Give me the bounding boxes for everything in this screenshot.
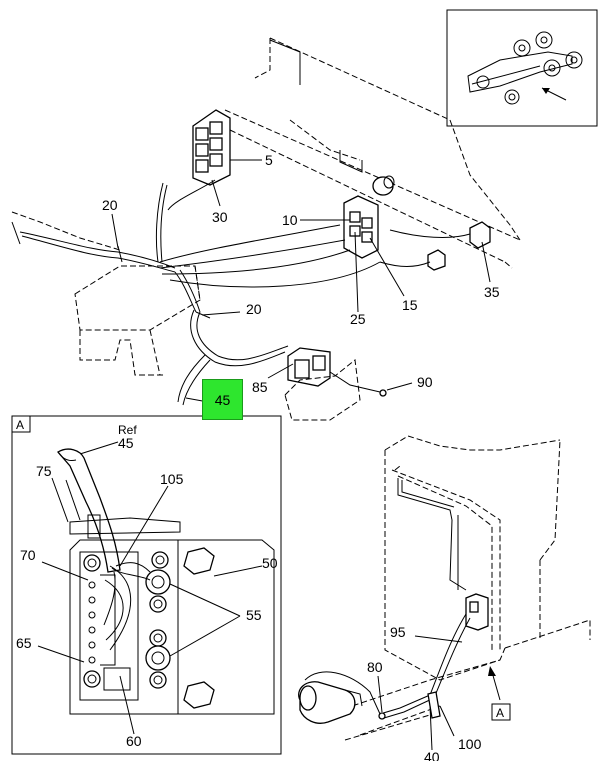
callout-5: 5 — [265, 152, 273, 168]
callout-65: 65 — [16, 635, 32, 651]
callout-30: 30 — [212, 209, 228, 225]
cab-view: A 95 80 100 40 — [298, 435, 591, 765]
callout-10: 10 — [282, 212, 298, 228]
junction-box — [74, 265, 201, 376]
callout-95: 95 — [390, 624, 406, 640]
callout-90: 90 — [417, 374, 433, 390]
callout-60: 60 — [126, 733, 142, 749]
callout-75: 75 — [36, 463, 52, 479]
callout-40: 40 — [424, 749, 440, 761]
callout-20-lower: 20 — [246, 301, 262, 317]
ref-number: 45 — [118, 435, 134, 451]
frame-rail — [11, 37, 521, 269]
callout-70: 70 — [20, 547, 36, 563]
view-marker-a: A — [496, 706, 504, 720]
detail-a: A Ref 45 — [11, 415, 282, 755]
highlighted-callout-45-label: 45 — [214, 391, 231, 408]
wire-harness — [19, 179, 471, 406]
connector-10 — [343, 195, 379, 259]
main-callouts: 5 30 10 25 15 35 20 20 85 90 — [102, 152, 500, 403]
switch-85 — [284, 347, 387, 421]
locator-inset — [446, 9, 598, 127]
ref-text: Ref — [118, 423, 137, 437]
relay-block-30 — [192, 109, 231, 186]
detail-a-label: A — [16, 418, 24, 432]
callout-55: 55 — [246, 607, 262, 623]
callout-105: 105 — [160, 471, 184, 487]
terminal-pins — [88, 581, 96, 664]
callout-100: 100 — [458, 736, 482, 752]
callout-25: 25 — [350, 311, 366, 327]
connector-35 — [427, 221, 491, 271]
canister — [372, 175, 395, 196]
callout-50: 50 — [262, 555, 278, 571]
highlighted-callout-45[interactable]: 45 — [202, 379, 243, 420]
callout-15: 15 — [402, 297, 418, 313]
callout-85: 85 — [252, 379, 268, 395]
callout-35: 35 — [484, 284, 500, 300]
callout-80: 80 — [367, 659, 383, 675]
callout-20-upper: 20 — [102, 197, 118, 213]
